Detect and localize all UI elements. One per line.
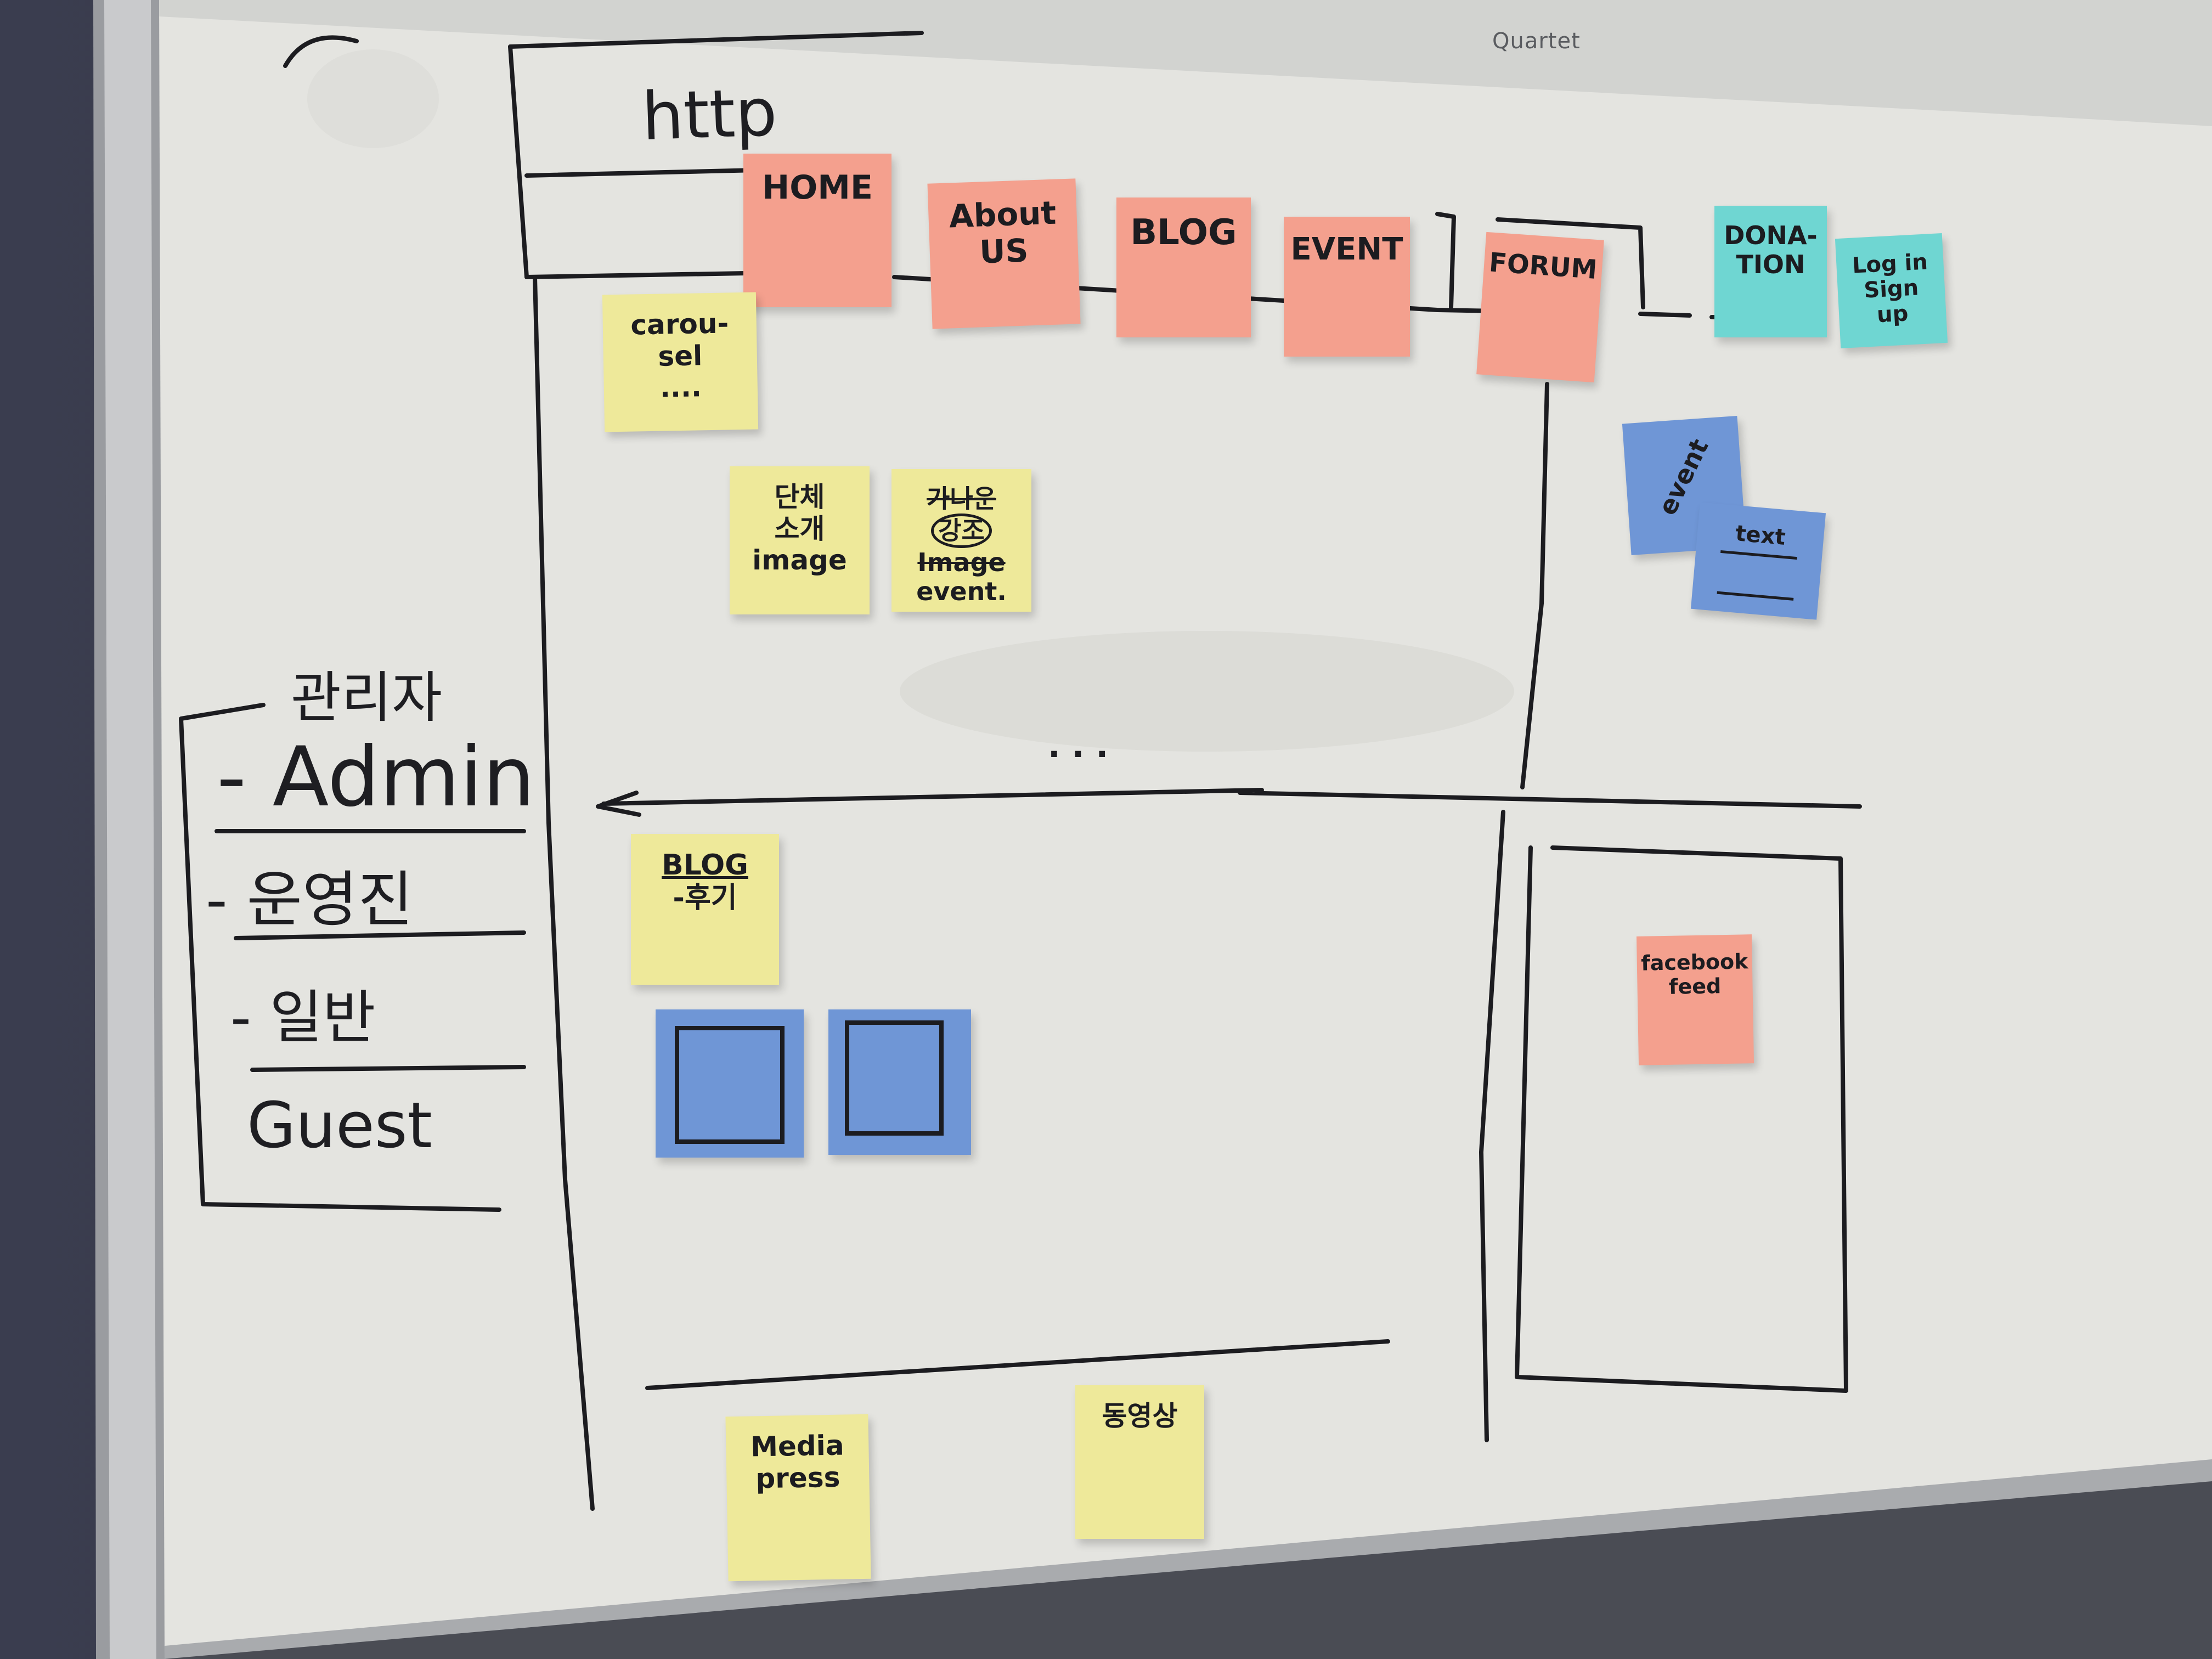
blog-review-note: BLOG -후기: [631, 834, 779, 985]
text-lines-icon: [1717, 550, 1797, 601]
board-frame-left-highlight: [104, 0, 156, 1659]
nav-event-note: EVENT: [1284, 217, 1410, 357]
media-press-line1: Media: [750, 1429, 845, 1463]
url-bar-label: http: [640, 74, 778, 156]
browser-left-top: [508, 44, 529, 279]
eraser-smudge-2: [307, 49, 439, 148]
role-staff: - 운영진: [206, 865, 414, 935]
nav-about-line2: US: [979, 232, 1029, 271]
board-frame-bottom: [165, 1459, 2212, 1659]
eraser-smudge: [900, 631, 1514, 752]
nav-about-note: About US: [927, 178, 1081, 329]
role-admin: - Admin: [217, 730, 535, 825]
nav-about-line1: About: [948, 194, 1057, 235]
facebook-feed-note: facebook feed: [1636, 934, 1754, 1065]
facebook-feed-line1: facebook: [1640, 949, 1748, 975]
board-frame-top: [159, 0, 2212, 126]
event-struck-text-2: Image: [917, 547, 1006, 577]
board-brand-label: Quartet: [1492, 29, 1581, 54]
intro-line3: image: [752, 544, 847, 576]
media-press-note: Media press: [725, 1414, 871, 1582]
nav-forum-note: FORUM: [1476, 232, 1604, 383]
carousel-right-edge: [1520, 382, 1549, 789]
nav-bar-line-left: [524, 271, 748, 279]
role-guest: Guest: [247, 1089, 432, 1163]
facebook-feed-line2: feed: [1668, 973, 1722, 999]
eraser-scribble: [283, 35, 359, 68]
nav-blog-note: BLOG: [1116, 198, 1251, 337]
nav-blog-label: BLOG: [1130, 212, 1237, 253]
intro-line2: 소개: [774, 512, 825, 545]
address-bar-bottom: [524, 168, 759, 178]
nav-home-note: HOME: [743, 154, 891, 307]
nav-event-label: EVENT: [1290, 232, 1403, 267]
thumbnail-frame-2: [845, 1020, 944, 1136]
roles-heading: 관리자: [291, 665, 442, 730]
thumbnail-frame-1: [675, 1026, 785, 1144]
nav-home-label: HOME: [762, 168, 873, 207]
nav-login-line2: Sign up: [1863, 275, 1920, 328]
nav-donation-line1: DONA-: [1724, 221, 1818, 250]
separator-arrow: [596, 791, 641, 817]
roles-bracket: [179, 703, 501, 1212]
event-line: event.: [916, 576, 1007, 606]
blog-thumbnail-note-2: [828, 1009, 971, 1155]
forum-bracket: [1496, 217, 1645, 309]
event-struck-text-1: 가나운: [927, 484, 996, 514]
role-member: - 일반: [230, 984, 376, 1051]
content-left-border: [533, 275, 595, 1511]
roles-divider-2: [234, 930, 526, 940]
side-text-label: text: [1734, 521, 1787, 551]
nav-login-line1: Log in: [1851, 249, 1928, 279]
carousel-note: carou- sel ....: [602, 292, 759, 432]
intro-line1: 단체: [774, 481, 825, 513]
browser-top-edge: [508, 31, 924, 49]
nav-donation-note: DONA- TION: [1714, 206, 1827, 337]
roles-divider-3: [250, 1065, 526, 1072]
side-text-note: text: [1690, 502, 1826, 620]
video-note: 동영상: [1075, 1385, 1204, 1539]
event-bracket: [1435, 212, 1456, 309]
blog-thumbnail-note-1: [656, 1009, 804, 1158]
carousel-line2: sel: [657, 339, 703, 373]
content-ellipsis: · · ·: [1048, 735, 1109, 774]
facebook-feed-box: [1515, 845, 1848, 1393]
blog-review-title: BLOG: [662, 849, 748, 882]
nav-login-note: Log in Sign up: [1835, 233, 1948, 348]
nav-donation-line2: TION: [1736, 249, 1805, 279]
blog-review-sub: -후기: [673, 881, 737, 915]
intro-image-note: 단체 소개 image: [730, 466, 870, 614]
carousel-line1: carou-: [630, 307, 729, 341]
content-bottom-line: [645, 1339, 1390, 1390]
event-highlight-note: 가나운 강조 Image event.: [891, 469, 1031, 612]
video-label: 동영상: [1102, 1400, 1178, 1432]
media-press-line2: press: [755, 1461, 840, 1494]
event-circled-text: 강조: [931, 513, 992, 548]
sidebar-left-edge: [1479, 810, 1505, 1442]
section-separator: [601, 788, 1862, 809]
nav-forum-label: FORUM: [1488, 247, 1599, 285]
carousel-line3: ....: [659, 371, 702, 404]
